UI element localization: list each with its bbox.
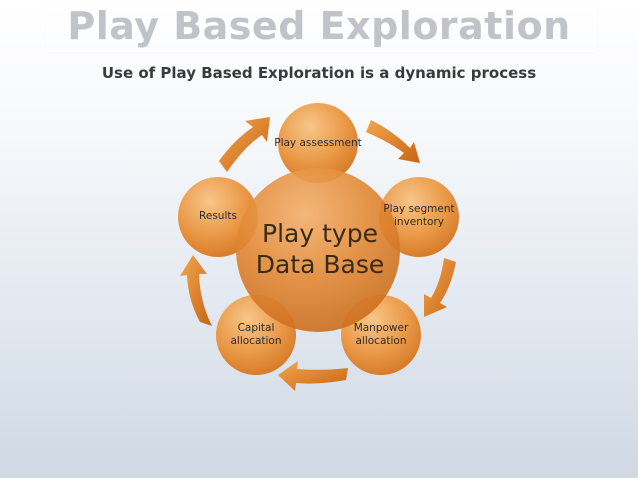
node-play-segment-inventory <box>379 177 459 257</box>
arrow-assessment-to-segment <box>366 120 420 163</box>
arrow-segment-to-manpower <box>424 258 456 317</box>
arrow-results-to-assessment <box>219 117 270 172</box>
page-subtitle: Use of Play Based Exploration is a dynam… <box>101 64 537 82</box>
node-label-play-assessment: Play assessment <box>274 136 362 149</box>
center-label: Play type Data Base <box>255 219 385 279</box>
arrow-manpower-to-capital <box>278 361 348 391</box>
node-play-assessment <box>278 103 358 183</box>
node-label-play-segment-inventory: Play segment inventory <box>383 203 455 228</box>
node-label-manpower-allocation: Manpower allocation <box>353 322 409 347</box>
title-frame <box>46 8 596 52</box>
node-label-capital-allocation: Capital allocation <box>230 322 282 347</box>
arrow-capital-to-results <box>180 255 212 326</box>
center-node <box>236 168 400 332</box>
page-title: Play Based Exploration <box>67 4 571 48</box>
node-label-results: Results <box>199 209 237 222</box>
